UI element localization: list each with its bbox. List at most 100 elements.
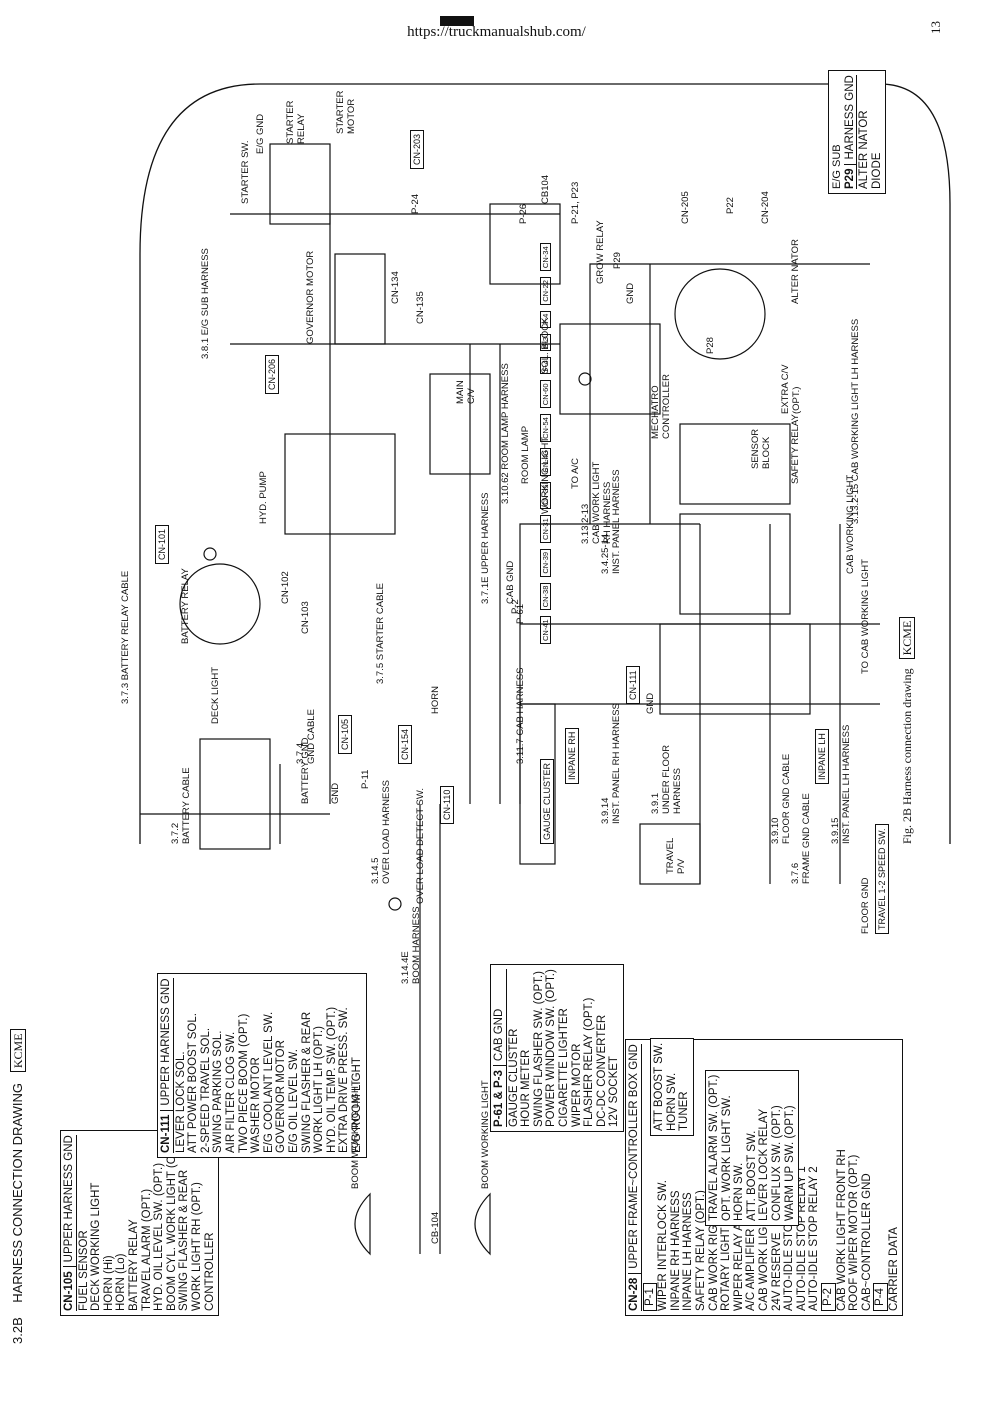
label-mechatro: MECHATRO CONTROLLER xyxy=(650,374,672,439)
cn28-code: CN-28 xyxy=(628,1272,641,1311)
list-item: ATT. BOOST SW. xyxy=(745,1130,758,1221)
battery-relay-symbol xyxy=(179,563,261,645)
label-room-lamp-harness: 3.10.62 ROOM LAMP HARNESS xyxy=(500,363,511,504)
list-item: GOVERNOR MOTOR xyxy=(275,1040,288,1153)
list-item: TUNER xyxy=(678,1091,691,1131)
label-cn205: CN-205 xyxy=(680,191,691,224)
label-battery-relay-cable: 3.7.3 BATTERY RELAY CABLE xyxy=(120,570,131,704)
label-cn134: CN-134 xyxy=(390,271,401,304)
label-p22: P22 xyxy=(725,197,736,214)
label-inst-panel: 3.4.25-14 INST. PANEL HARNESS xyxy=(600,469,622,574)
list-item: HYD. OIL TEMP. SW. (OPT.) xyxy=(325,1006,338,1153)
cn105-code: CN-105 xyxy=(63,1266,76,1311)
list-item: E/G OIL LEVEL SW. xyxy=(287,1049,300,1153)
figure-caption: Fig. 2B Harness connection drawing KCME xyxy=(899,616,915,844)
connector-code: CN-39 xyxy=(540,548,551,577)
ground-terminal-3 xyxy=(203,547,217,561)
list-item: CIGARETTE LIGHTER xyxy=(557,1008,570,1127)
label-eg-sub-harness: 3.8.1 E/G SUB HARNESS xyxy=(200,248,211,359)
tag-cn110: CN-110 xyxy=(440,785,454,824)
connector-code: CN-41 xyxy=(540,616,551,644)
label-safety-relay: SAFETY RELAY xyxy=(790,414,801,484)
inpane-lh-sub-items: TRAVEL ALARM SW. (OPT.)OPT. WORK LIGHT S… xyxy=(708,1075,796,1221)
list-item: DC-DC CONVERTER xyxy=(595,1014,608,1127)
list-item: SWING FLASHER SW. (OPT.) xyxy=(532,971,545,1127)
list-item: SWING FLASHER & REAR xyxy=(300,1011,313,1153)
p29-heading: E/G SUB xyxy=(831,144,843,189)
mechatro-controller-symbol xyxy=(679,513,791,615)
list-item: 12V SOCKET xyxy=(608,1056,621,1127)
label-floor-gnd-cable: 3.9.10 FLOOR GND CABLE xyxy=(770,753,792,844)
list-item: ATT BOOST SW. xyxy=(653,1042,665,1131)
figure-kcme-badge: KCME xyxy=(899,616,915,660)
label-inpane-rh: INPANE RH xyxy=(565,727,579,784)
label-inst-rh-harness: 3.9.14 INST. PANEL RH HARNESS xyxy=(600,703,622,824)
boom-light-lamp-2 xyxy=(474,1192,491,1256)
connector-code: CN-38 xyxy=(540,582,551,611)
label-eg-gnd: E/G GND xyxy=(255,113,266,154)
label-boom-working-light-1: BOOM WORKING LIGHT xyxy=(350,1080,361,1189)
label-overload-detect: OVER LOAD DETECT SW. xyxy=(415,788,426,904)
label-battery-cable: 3.7.2 BATTERY CABLE xyxy=(170,767,192,844)
connector-code: CN-60 xyxy=(540,380,551,409)
label-p11: P-11 xyxy=(360,769,371,789)
list-item: ATT POWER BOOST SOL. xyxy=(187,1013,200,1153)
cn105-title: UPPER HARNESS GND xyxy=(63,1135,75,1263)
list-item: WORK LIGHT RH (OPT.) xyxy=(190,1182,203,1311)
upper-frame-outline xyxy=(139,83,951,844)
list-item: DIODE xyxy=(870,152,883,189)
label-room-lamp: ROOM LAMP xyxy=(520,425,531,484)
label-extra-cv: EXTRA C/V (OPT.) xyxy=(780,364,802,414)
list-item: BOOM CYL. WORK LIGHT (OPT.) xyxy=(165,1134,178,1311)
tag-cn111: CN-111 xyxy=(626,666,640,704)
list-item: TRAVEL ALARM SW. (OPT.) xyxy=(708,1074,720,1221)
label-p26: P-26 xyxy=(518,203,529,224)
label-horn: HORN xyxy=(430,686,441,714)
label-p24: P-24 xyxy=(410,193,421,214)
label-travel-pv: TRAVEL P/V xyxy=(665,837,687,874)
gauge-cluster-box xyxy=(519,703,556,865)
tag-cn101: CN-101 xyxy=(155,524,169,564)
inst-panel-harness xyxy=(589,263,870,524)
ground-terminal-2 xyxy=(578,372,592,386)
list-item: CONFLUX SW. (OPT.) xyxy=(770,1105,783,1221)
upper-harness-trunk xyxy=(329,344,501,804)
main-cv-symbol xyxy=(429,373,491,475)
list-item: WORK LIGHT LH (OPT.) xyxy=(313,1026,326,1153)
label-starter-sw: STARTER SW. xyxy=(240,140,251,204)
connector-code: CN-54 xyxy=(540,414,551,442)
list-item: ALTER NATOR xyxy=(858,110,871,189)
label-gnd3: GND xyxy=(645,692,656,714)
cn28-title: UPPER FRAME~CONTROLLER BOX GND xyxy=(628,1044,640,1269)
label-cab-working-light: CAB WORKING LIGHT xyxy=(845,474,856,574)
label-main-cv: MAIN C/V xyxy=(455,380,477,404)
label-p61: P-61 xyxy=(515,603,526,624)
starter-motor-symbol xyxy=(269,143,331,225)
boom-harness xyxy=(419,804,441,1254)
list-item: SWING PARKING SOL. xyxy=(212,1030,225,1153)
label-gnd: GND xyxy=(330,782,341,804)
list-item: CARRIER DATA xyxy=(887,1227,900,1311)
label-starter-relay: STARTER RELAY xyxy=(285,100,307,144)
label-overload-harness: 3.14.5 OVER LOAD HARNESS xyxy=(370,780,392,884)
list-item: WASHER MOTOR xyxy=(250,1057,263,1153)
tag-cn105: CN-105 xyxy=(338,714,352,754)
tag-cn203: CN-203 xyxy=(410,129,424,169)
tag-cn206: CN-206 xyxy=(265,354,279,394)
label-boom-harness: 3.14.4E BOOM HARNESS xyxy=(400,906,422,984)
sol-block-symbol xyxy=(559,323,661,415)
label-cb104b: CB104 xyxy=(540,174,551,204)
cn28-p4-items: CARRIER DATA xyxy=(888,1044,901,1311)
label-governor-motor: GOVERNOR MOTOR xyxy=(305,250,316,344)
battery-cable xyxy=(140,764,330,844)
label-to-cab-working-light: TO CAB WORKING LIGHT xyxy=(860,559,871,674)
label-alternator: ALTER NATOR xyxy=(790,239,801,304)
list-item: 2-SPEED TRAVEL SOL. xyxy=(199,1027,212,1153)
list-item: WARM UP SW. (OPT.) xyxy=(783,1105,796,1221)
list-item: DECK WORKING LIGHT xyxy=(90,1182,103,1311)
alternator-symbol xyxy=(674,268,766,360)
header-url[interactable]: https://truckmanualshub.com/ xyxy=(407,24,586,40)
